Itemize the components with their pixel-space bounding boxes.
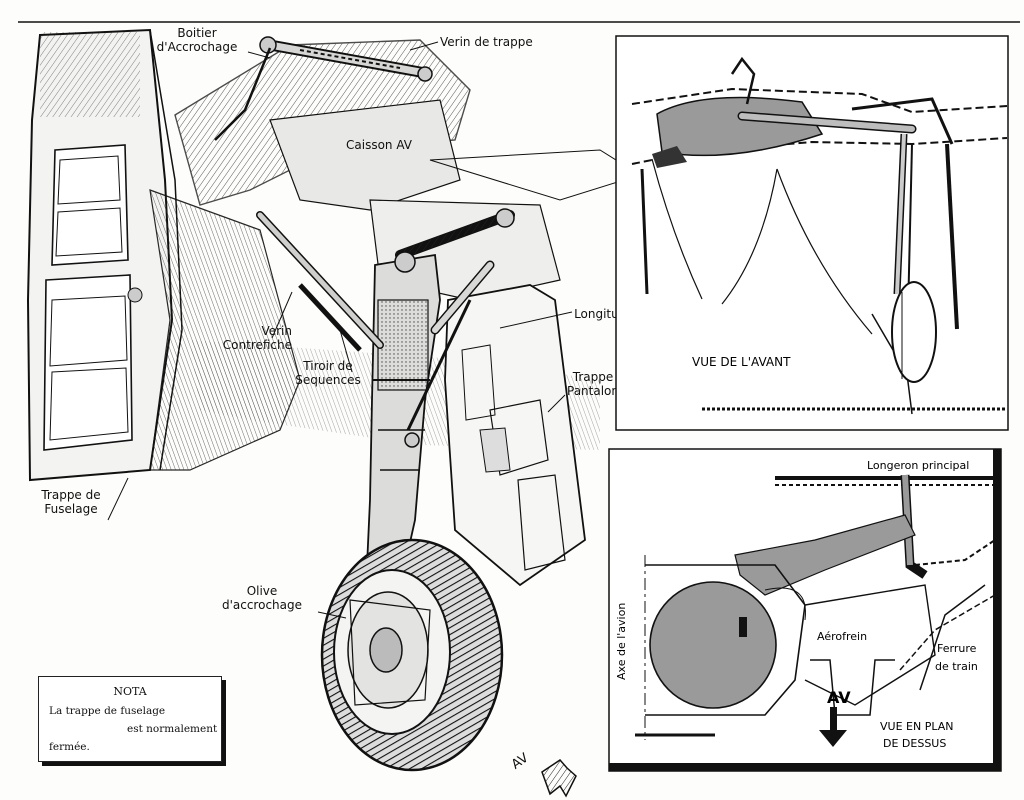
label-tiroir-line2: Sequences bbox=[295, 373, 361, 387]
label-contrefiche-line1: Verin bbox=[261, 324, 292, 338]
label-pantalon-line1: Trappe bbox=[572, 370, 614, 384]
label-contrefiche-line2: Contrefiche bbox=[222, 338, 292, 352]
leader-lines bbox=[107, 41, 573, 619]
av-direction-arrow bbox=[541, 759, 577, 798]
plan-view-inset: Axe de l'avion Longeron principal Aérofr… bbox=[608, 448, 1002, 772]
nota-line2: est normalement bbox=[127, 723, 218, 735]
label-trappe-pantalon: Trappe Pantalon bbox=[560, 370, 626, 398]
label-boitier-line1: Boitier bbox=[177, 26, 217, 40]
front-view-inset: VUE DE L'AVANT bbox=[615, 35, 1009, 431]
plan-title-line2: DE DESSUS bbox=[883, 737, 946, 750]
nota-line3: fermée. bbox=[49, 741, 90, 753]
label-fuselage-line2: Fuselage bbox=[44, 502, 98, 516]
ferrure-label-line1: Ferrure bbox=[937, 642, 977, 655]
label-boitier-line2: d'Accrochage bbox=[156, 40, 238, 54]
label-verin-contrefiche: Verin Contrefiche bbox=[196, 324, 292, 352]
axe-label: Axe de l'avion bbox=[615, 603, 628, 680]
av-plan-label: AV bbox=[827, 688, 851, 707]
nota-title: NOTA bbox=[113, 685, 147, 698]
aerofrein-label: Aérofrein bbox=[817, 630, 867, 643]
plan-title-line1: VUE EN PLAN bbox=[880, 720, 953, 733]
label-tiroir-line1: Tiroir de bbox=[303, 359, 353, 373]
label-fuselage-line1: Trappe de bbox=[41, 488, 101, 502]
wheel bbox=[320, 538, 504, 772]
label-verin-trappe: Verin de trappe bbox=[440, 35, 533, 49]
label-olive-line2: d'accrochage bbox=[221, 598, 303, 612]
label-tiroir: Tiroir de Sequences bbox=[288, 359, 368, 387]
fuselage-door bbox=[26, 28, 183, 482]
longeron-label: Longeron principal bbox=[867, 459, 969, 472]
label-olive: Olive d'accrochage bbox=[212, 584, 312, 612]
label-boitier: Boitier d'Accrochage bbox=[152, 26, 242, 54]
label-pantalon-line2: Pantalon bbox=[567, 384, 619, 398]
label-caisson: Caisson AV bbox=[346, 138, 412, 152]
door-actuator bbox=[214, 36, 433, 141]
main-strut bbox=[256, 208, 515, 611]
nota-line1: La trappe de fuselage bbox=[49, 705, 166, 717]
label-trappe-fuselage: Trappe de Fuselage bbox=[28, 488, 114, 516]
nota-box: NOTA La trappe de fuselage est normaleme… bbox=[38, 676, 222, 762]
label-olive-line1: Olive bbox=[246, 584, 278, 598]
leg-door bbox=[444, 284, 586, 587]
front-view-title: VUE DE L'AVANT bbox=[692, 355, 791, 369]
ferrure-label-line2: de train bbox=[935, 660, 978, 673]
